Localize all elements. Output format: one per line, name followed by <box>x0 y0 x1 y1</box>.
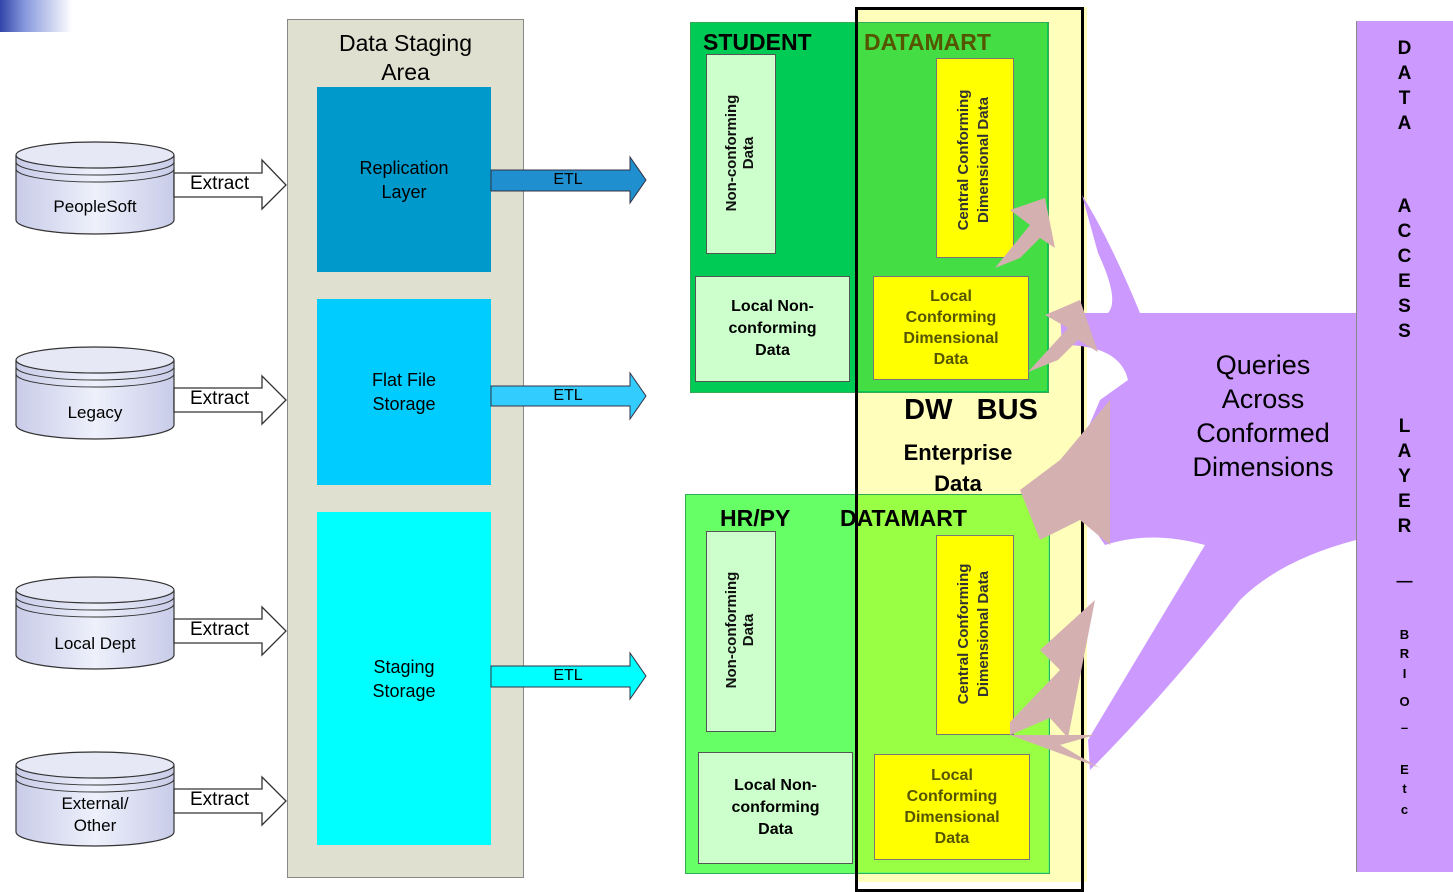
hr-datamart-title: HR/PY <box>720 505 791 531</box>
staging-storage-label: Staging Storage <box>372 656 436 701</box>
access-dash: — <box>1396 573 1413 590</box>
access-letter: R <box>1399 646 1410 661</box>
hr-central-conforming-box <box>936 535 1014 735</box>
access-letter: I <box>1402 666 1407 681</box>
student-local-conforming-box: Local Conforming Dimensional Data <box>873 276 1029 380</box>
data-access-layer <box>1356 21 1453 872</box>
etl-label-staging: ETL <box>553 667 583 684</box>
access-letter: c <box>1400 802 1409 817</box>
hr-nonconforming-box <box>706 531 776 732</box>
student-central-conforming-box <box>936 58 1014 258</box>
queries-label: Queries Across Conformed Dimensions <box>1192 350 1334 482</box>
extract-label: Extract <box>190 619 250 640</box>
access-dash: – <box>1400 720 1409 735</box>
replication-layer-label: Replication Layer <box>359 157 449 202</box>
extract-label: Extract <box>190 173 250 194</box>
source-label-local-dept: Local Dept <box>54 634 136 653</box>
access-letter: E <box>1398 271 1411 292</box>
access-letter: R <box>1397 516 1412 537</box>
access-letter: S <box>1398 321 1411 342</box>
source-label-external-other: External/ Other <box>61 794 129 835</box>
staging-area-title: Data Staging Area <box>339 30 472 85</box>
student-local-conforming-label: Local Conforming Dimensional Data <box>903 288 999 368</box>
extract-label: Extract <box>190 388 250 409</box>
access-letter: T <box>1398 88 1411 109</box>
student-datamart-title-right: DATAMART <box>864 29 991 55</box>
student-datamart-title: STUDENT <box>703 29 812 55</box>
access-letter: D <box>1397 38 1412 59</box>
cylinder-local-dept <box>15 576 175 670</box>
extract-label: Extract <box>190 789 250 810</box>
access-letter: A <box>1397 441 1412 462</box>
student-local-nonconforming-box: Local Non- conforming Data <box>695 276 850 382</box>
access-letter: Y <box>1398 466 1411 487</box>
source-label-legacy: Legacy <box>67 403 123 422</box>
access-letter: C <box>1397 246 1412 267</box>
access-letter: L <box>1398 416 1411 437</box>
access-letter: E <box>1398 491 1411 512</box>
access-letter: A <box>1397 113 1412 134</box>
cylinder-external-other <box>15 751 175 847</box>
etl-label-replication: ETL <box>553 171 583 188</box>
staging-storage: Staging Storage <box>317 512 491 845</box>
cylinder-legacy <box>15 346 175 440</box>
hr-local-nonconforming-label: Local Non- conforming Data <box>731 777 820 838</box>
etl-label-flat-file: ETL <box>553 387 583 404</box>
access-letter: S <box>1398 296 1411 317</box>
student-local-nonconforming-label: Local Non- conforming Data <box>728 298 817 359</box>
access-letter: t <box>1402 781 1407 796</box>
dw-bus-subtitle: Enterprise Data <box>903 440 1013 496</box>
replication-layer: Replication Layer <box>317 87 491 272</box>
source-label-peoplesoft: PeopleSoft <box>53 197 137 216</box>
access-letter: B <box>1399 627 1410 642</box>
access-letter: A <box>1397 196 1412 217</box>
hr-datamart-title-right: DATAMART <box>840 505 967 531</box>
corner-gradient <box>0 0 72 32</box>
flat-file-storage-label: Flat File Storage <box>371 370 436 414</box>
flat-file-storage: Flat File Storage <box>317 299 491 485</box>
hr-local-nonconforming-box: Local Non- conforming Data <box>698 752 853 864</box>
extract-arrows <box>173 158 287 827</box>
hr-local-conforming-box: Local Conforming Dimensional Data <box>874 754 1030 860</box>
access-letter: A <box>1397 63 1412 84</box>
access-letter: O <box>1399 694 1410 709</box>
access-letter: C <box>1397 221 1412 242</box>
access-letter: E <box>1400 762 1409 777</box>
cylinder-peoplesoft <box>15 141 175 235</box>
student-nonconforming-box <box>706 54 776 254</box>
hr-local-conforming-label: Local Conforming Dimensional Data <box>904 767 1000 847</box>
dw-bus-title: DW BUS <box>904 394 1038 426</box>
